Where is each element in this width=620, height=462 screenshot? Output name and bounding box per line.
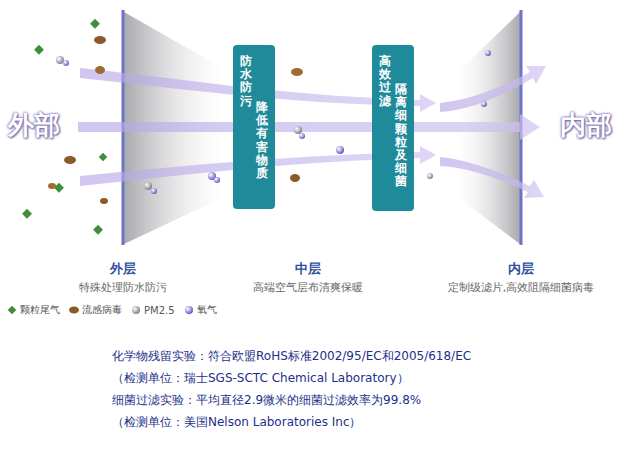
test-note: 细菌过滤实验：平均直径2.9微米的细菌过滤效率为99.8% [112, 392, 421, 409]
layer-name: 内层 [508, 260, 534, 278]
legend-text: 氧气 [197, 303, 217, 317]
vertical-text: 隔离细颗粒及细菌 [395, 83, 407, 189]
legend-item: PM2.5 [130, 304, 175, 316]
inside-label: 内部 [560, 108, 612, 143]
filter-box: 防水防污降低有害物质 [233, 45, 275, 209]
legend-text: PM2.5 [144, 305, 175, 316]
layer-name: 中层 [295, 260, 321, 278]
legend-text: 颗粒尾气 [20, 303, 60, 317]
layer-name: 外层 [110, 260, 136, 278]
legend-icon [183, 304, 195, 316]
filter-box: 高效过滤隔离细颗粒及细菌 [372, 45, 414, 211]
legend-item: 流感病毒 [68, 303, 122, 317]
legend-item: 颗粒尾气 [6, 303, 60, 317]
vertical-text: 高效过滤 [379, 55, 391, 108]
legend-icon [6, 304, 18, 316]
outside-label: 外部 [8, 108, 60, 143]
test-note: （检测单位：瑞士SGS-SCTC Chemical Laboratory） [112, 370, 409, 387]
legend-item: 氧气 [183, 303, 217, 317]
particles [22, 19, 491, 235]
legend: 颗粒尾气 流感病毒 PM2.5 氧气 [6, 303, 217, 317]
layer-desc: 定制级滤片,高效阻隔细菌病毒 [448, 280, 595, 295]
layer-desc: 特殊处理防水防污 [79, 280, 167, 295]
vertical-text: 降低有害物质 [256, 101, 268, 180]
layer-desc: 高端空气层布清爽保暖 [253, 280, 363, 295]
test-note: 化学物残留实验：符合欧盟RoHS标准2002/95/EC和2005/618/EC [112, 348, 471, 365]
test-note: （检测单位：美国Nelson Laboratories Inc） [112, 414, 362, 431]
legend-icon [130, 304, 142, 316]
airflow-arrows [78, 66, 546, 198]
legend-icon [68, 304, 80, 316]
legend-text: 流感病毒 [82, 303, 122, 317]
vertical-text: 防水防污 [240, 55, 252, 108]
